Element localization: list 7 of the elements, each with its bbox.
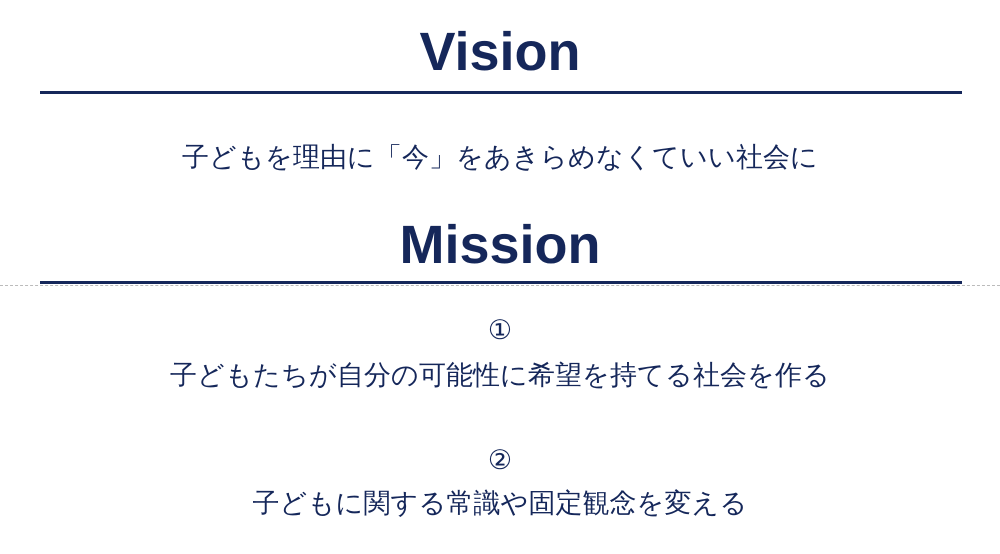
statement-text: 子どもたちが自分の可能性に希望を持てる社会を作る xyxy=(170,359,830,393)
heading: Mission xyxy=(399,215,601,275)
statement-text: 子どもを理由に「今」をあきらめなくていい社会に xyxy=(182,141,818,175)
number-mark: ② xyxy=(488,444,512,478)
statement-text: 子どもに関する常識や固定観念を変える xyxy=(252,487,748,521)
number-mark: ① xyxy=(488,314,512,348)
heading: Vision xyxy=(419,22,581,82)
